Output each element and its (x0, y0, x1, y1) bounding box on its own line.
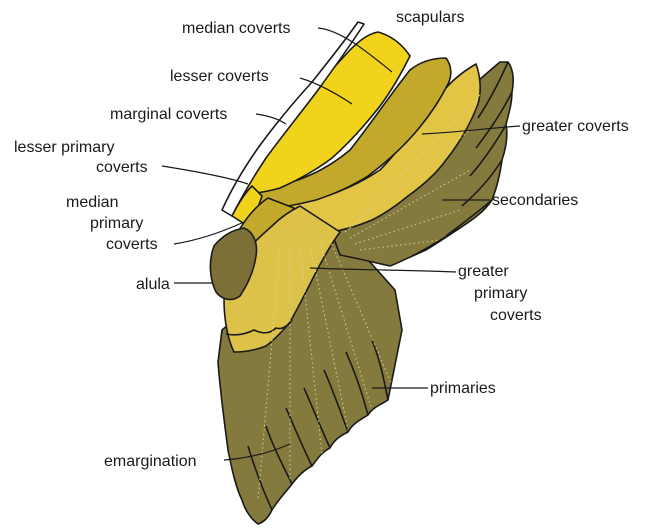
label-lesser-primary-coverts-line1: lesser primary (14, 139, 114, 156)
label-alula: alula (136, 276, 170, 293)
label-marginal-coverts: marginal coverts (110, 106, 227, 123)
label-greater-primary-coverts-line1: greater (458, 263, 509, 280)
label-median-primary-coverts-line2: primary (90, 215, 143, 232)
label-greater-primary-coverts-line2: primary (474, 285, 527, 302)
label-median-primary-coverts-line3: coverts (106, 236, 158, 253)
label-emargination: emargination (104, 453, 197, 470)
label-greater-primary-coverts-line3: coverts (490, 307, 542, 324)
label-lesser-primary-coverts-line2: coverts (96, 159, 148, 176)
label-secondaries: secondaries (492, 192, 578, 209)
label-median-coverts: median coverts (182, 20, 291, 37)
label-primaries: primaries (430, 380, 496, 397)
leader-lesser-primary-coverts (162, 166, 248, 184)
label-lesser-coverts: lesser coverts (170, 68, 269, 85)
label-scapulars: scapulars (396, 9, 464, 26)
label-median-primary-coverts-line1: median (66, 194, 118, 211)
label-greater-coverts: greater coverts (522, 118, 629, 135)
